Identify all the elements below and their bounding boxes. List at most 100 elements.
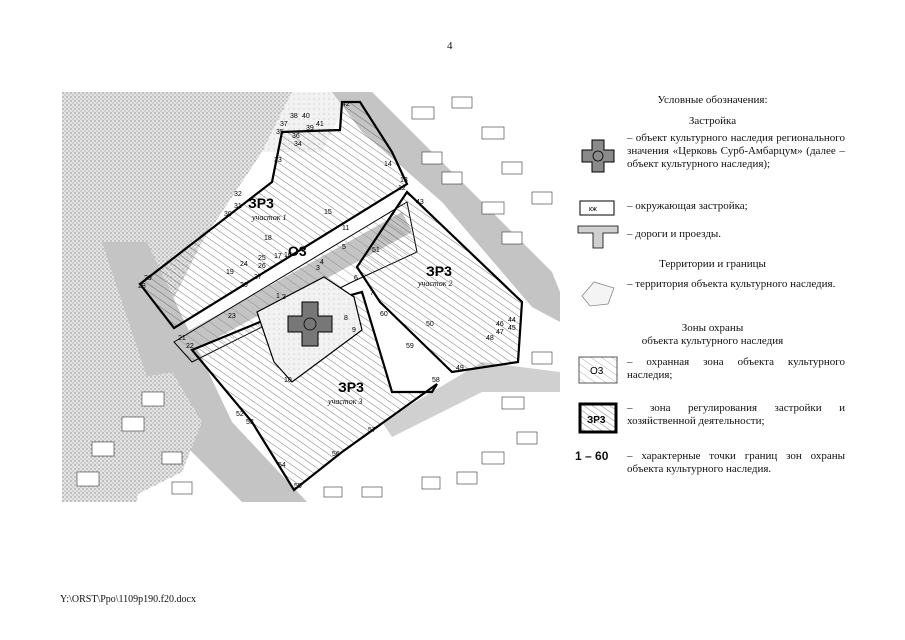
road-legend-icon [577, 225, 619, 249]
boundary-point-37: 37 [280, 121, 288, 128]
boundary-point-28: 28 [138, 283, 146, 290]
legend-item-o3: О3 – охранная зона объекта культурного н… [575, 356, 850, 388]
boundary-point-9: 9 [352, 327, 356, 334]
boundary-point-25: 25 [258, 255, 266, 262]
boundary-point-29: 29 [144, 275, 152, 282]
legend-roads-text: – дороги и проезды. [627, 228, 722, 240]
boundary-point-51: 51 [372, 247, 380, 254]
boundary-point-2: 2 [282, 294, 286, 301]
boundary-point-4: 4 [320, 259, 324, 266]
boundary-point-1: 1 [276, 293, 280, 300]
road-lower-right [382, 362, 560, 437]
legend-object-text: – объект культурного наследия региональн… [627, 132, 845, 170]
boundary-point-6: 6 [354, 275, 358, 282]
legend-surrounding-text: – окружающая застройка; [627, 200, 748, 212]
legend-section-zones-1: Зоны охраны [681, 322, 744, 334]
stippled-area-lower [62, 372, 202, 502]
boundary-point-60: 60 [380, 311, 388, 318]
svg-text:кж: кж [589, 206, 597, 213]
legend-title: Условные обозначения: [657, 94, 768, 106]
boundary-point-27: 27 [254, 274, 262, 281]
boundary-point-40: 40 [302, 113, 310, 120]
zr3-label-1: ЗР3 [248, 195, 274, 211]
legend-zr3-text: – зона регулирования застройки и хозяйст… [627, 402, 845, 427]
boundary-point-49: 49 [456, 365, 464, 372]
boundary-point-8: 8 [344, 315, 348, 322]
legend-points-text: – характерные точки границ зон охраны об… [627, 450, 845, 475]
legend-section-territories: Территории и границы [659, 258, 766, 270]
o3-label: О3 [288, 243, 307, 259]
building-legend-icon: кж [579, 200, 615, 216]
svg-text:О3: О3 [590, 366, 604, 377]
boundary-point-12: 12 [398, 185, 406, 192]
boundary-point-52: 52 [236, 411, 244, 418]
boundary-point-34: 34 [294, 141, 302, 148]
boundary-point-3: 3 [316, 265, 320, 272]
boundary-point-58: 58 [432, 377, 440, 384]
boundary-point-30: 30 [224, 211, 232, 218]
boundary-point-47: 47 [496, 329, 504, 336]
boundary-point-36: 36 [292, 133, 300, 140]
zr3-label-2: ЗР3 [426, 263, 452, 279]
points-legend-label: 1 – 60 [575, 449, 609, 463]
zr3-plot-1 [138, 100, 409, 330]
legend-o3-text: – охранная зона объекта культурного насл… [627, 356, 845, 381]
legend-item-zr3: ЗР3 – зона регулирования застройки и хоз… [575, 402, 850, 436]
boundary-point-7: 7 [370, 290, 374, 297]
boundary-point-18: 18 [264, 235, 272, 242]
boundary-point-31: 31 [234, 203, 242, 210]
boundary-point-46: 46 [496, 321, 504, 328]
church-legend-icon [581, 139, 615, 173]
plot-label-1: участок 1 [251, 213, 286, 222]
boundary-point-16: 16 [284, 252, 292, 259]
boundary-point-53: 53 [246, 419, 254, 426]
boundary-point-42: 42 [342, 101, 350, 108]
page-number: 4 [447, 40, 453, 52]
legend-section-buildings: Застройка [688, 115, 737, 127]
boundary-point-26: 26 [258, 263, 266, 270]
boundary-point-35: 35 [276, 129, 284, 136]
boundary-point-57: 57 [368, 427, 376, 434]
legend-territory-text: – территория объекта культурного наследи… [627, 278, 836, 290]
boundary-point-54: 54 [278, 462, 286, 469]
boundary-point-48: 48 [486, 335, 494, 342]
plot-label-3: участок 3 [327, 397, 362, 406]
legend-item-surrounding: кж – окружающая застройка; [575, 200, 850, 220]
boundary-point-38: 38 [290, 113, 298, 120]
boundary-point-22: 22 [186, 343, 194, 350]
territory-legend-icon [581, 281, 615, 307]
boundary-point-43: 43 [416, 199, 424, 206]
boundary-point-23: 23 [228, 313, 236, 320]
footer-file-path: Y:\ORST\Ppo\1109p190.f20.docx [60, 594, 196, 605]
legend-section-zones-2: объекта культурного наследия [641, 335, 784, 347]
legend-item-points: 1 – 60 – характерные точки границ зон ох… [575, 450, 850, 480]
surrounding-buildings [76, 96, 553, 498]
zr3-legend-icon: ЗР3 [578, 402, 618, 434]
legend-item-object: – объект культурного наследия региональн… [575, 132, 850, 188]
boundary-point-15: 15 [324, 209, 332, 216]
o3-legend-icon: О3 [578, 356, 618, 384]
boundary-point-5: 5 [342, 244, 346, 251]
boundary-point-11: 11 [342, 225, 349, 232]
road-main [102, 242, 307, 502]
boundary-point-39: 39 [306, 125, 314, 132]
boundary-point-20: 20 [240, 282, 248, 289]
boundary-point-55: 55 [294, 483, 302, 490]
boundary-point-32: 32 [234, 191, 242, 198]
site-plan-map: ЗР3 ЗР3 ЗР3 О3 участок 1 участок 2 участ… [62, 92, 560, 502]
boundary-point-21: 21 [178, 335, 186, 342]
boundary-point-44: 44 [508, 317, 516, 324]
boundary-point-13: 13 [400, 177, 408, 184]
boundary-point-19: 19 [226, 269, 234, 276]
boundary-point-41: 41 [316, 121, 324, 128]
zr3-label-3: ЗР3 [338, 379, 364, 395]
boundary-point-59: 59 [406, 343, 414, 350]
boundary-point-50: 50 [426, 321, 434, 328]
boundary-point-17: 17 [274, 253, 282, 260]
svg-text:ЗР3: ЗР3 [587, 415, 606, 426]
legend-item-territory: – территория объекта культурного наследи… [575, 278, 850, 308]
church-icon [287, 301, 333, 347]
boundary-point-45: 45 [508, 325, 516, 332]
plot-label-2: участок 2 [417, 279, 452, 288]
boundary-point-10: 10 [284, 377, 292, 384]
